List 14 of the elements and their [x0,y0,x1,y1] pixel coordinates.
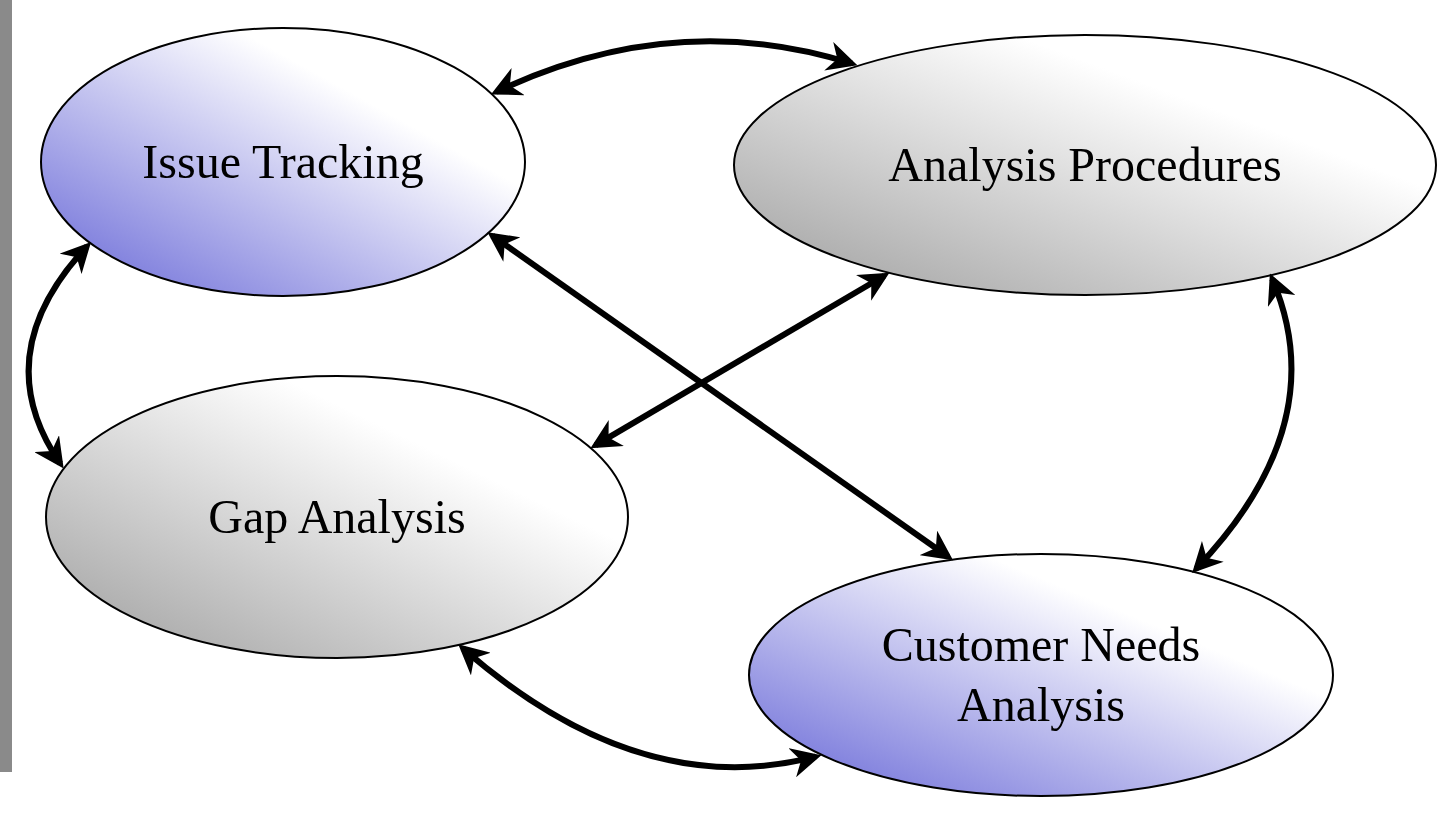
double-arrow [490,38,858,96]
node-label: Analysis Procedures [888,137,1282,193]
ellipse-node [748,553,1334,797]
double-arrow [458,644,822,777]
ellipse-node [40,27,526,297]
double-arrow [25,241,91,469]
ellipse-node [733,34,1437,296]
node-label: Gap Analysis [208,489,466,545]
double-arrow [487,232,954,561]
ellipse-node [45,375,629,659]
node-label: Issue Tracking [142,134,424,190]
node-label: Customer Needs Analysis [880,617,1202,733]
double-arrow [590,272,890,449]
double-arrow [1192,273,1295,574]
